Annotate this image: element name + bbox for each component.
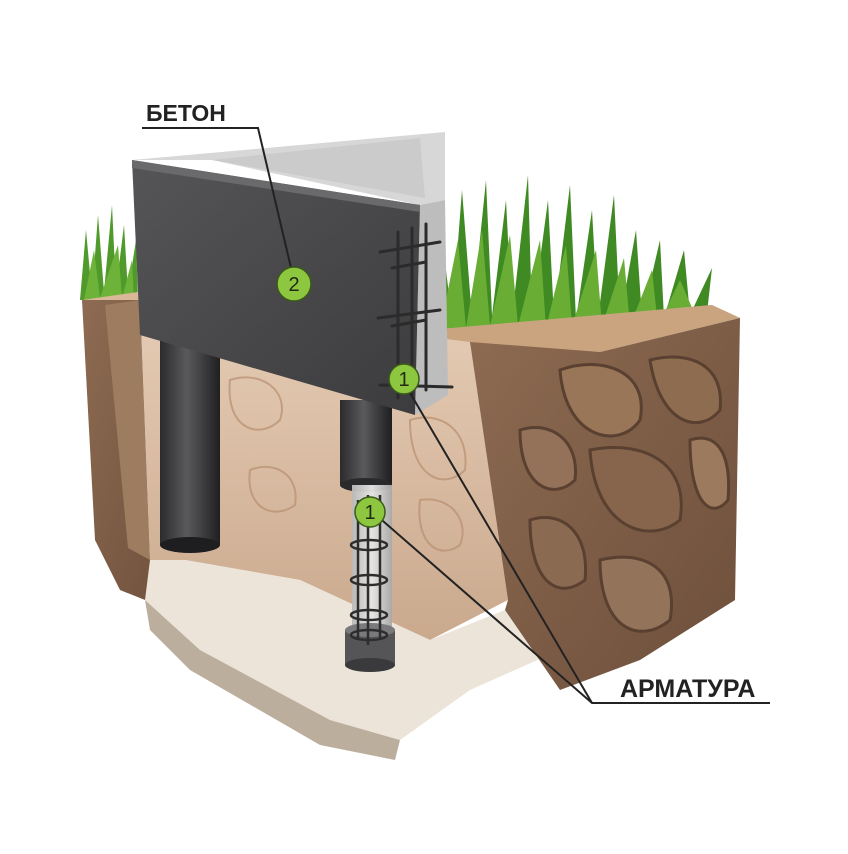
pillar-left bbox=[160, 330, 220, 553]
marker-concrete: 2 bbox=[276, 266, 312, 302]
pit-stones bbox=[228, 376, 467, 552]
soil-stones bbox=[518, 355, 731, 633]
svg-text:1: 1 bbox=[398, 369, 409, 391]
beam-right-face bbox=[415, 200, 448, 415]
beam-top-inner bbox=[212, 138, 425, 198]
label-rebar: АРМАТУРА bbox=[620, 675, 755, 703]
svg-text:2: 2 bbox=[288, 274, 299, 296]
soil-left-inner bbox=[105, 300, 150, 560]
leader-rebar-beam bbox=[405, 385, 593, 704]
svg-text:1: 1 bbox=[364, 502, 375, 524]
concrete-beam bbox=[132, 132, 448, 415]
leader-lines bbox=[142, 127, 770, 704]
soil-top-strip bbox=[430, 305, 740, 352]
beam-top-front-edge bbox=[132, 160, 420, 212]
label-concrete: БЕТОН bbox=[146, 100, 226, 126]
pit-floor-edge bbox=[145, 600, 400, 760]
grass-left bbox=[80, 205, 138, 302]
leader-concrete bbox=[142, 127, 293, 273]
marker-rebar-pillar: 1 bbox=[354, 496, 386, 528]
grass-right bbox=[430, 175, 712, 330]
beam-front-face bbox=[132, 160, 420, 415]
leader-rebar-pillar bbox=[375, 514, 770, 704]
marker-rebar-beam: 1 bbox=[388, 363, 420, 395]
